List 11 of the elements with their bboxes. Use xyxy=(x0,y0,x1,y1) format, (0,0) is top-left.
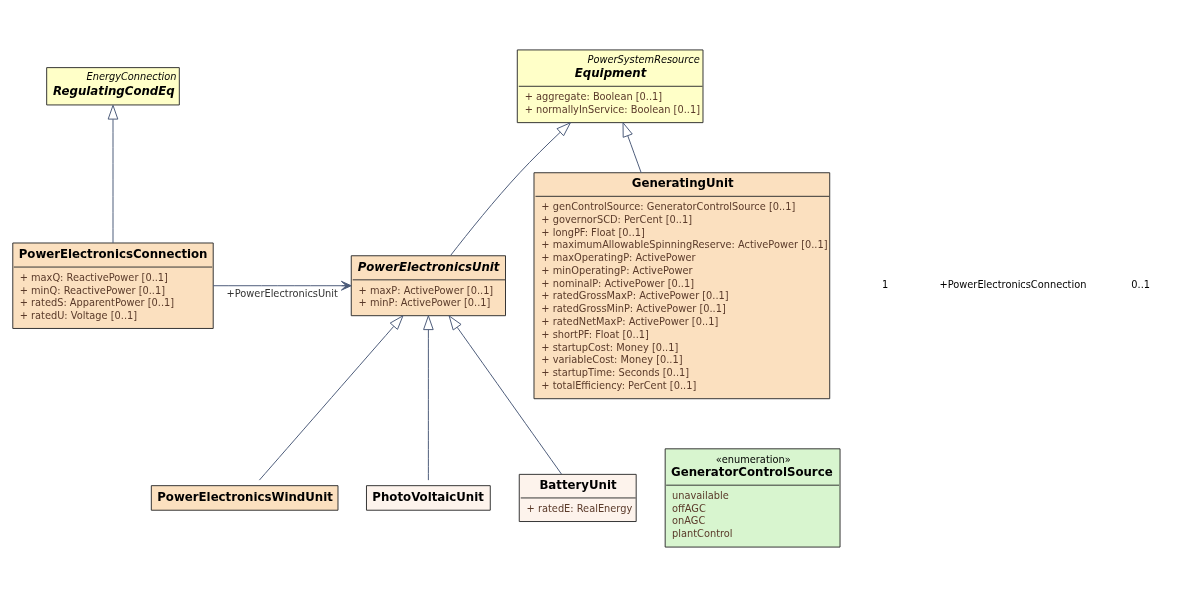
label: 1 xyxy=(882,278,889,290)
arrow xyxy=(622,121,642,173)
arrow xyxy=(212,280,352,291)
arrow xyxy=(450,121,571,256)
arrow xyxy=(258,314,404,481)
arrow xyxy=(448,314,562,475)
edge-label: +PowerElectronicsUnit xyxy=(226,287,338,299)
arrow xyxy=(423,314,434,481)
label: 0..1 xyxy=(1131,278,1151,290)
arrow xyxy=(107,104,119,243)
label: +PowerElectronicsConnection xyxy=(939,278,1087,290)
